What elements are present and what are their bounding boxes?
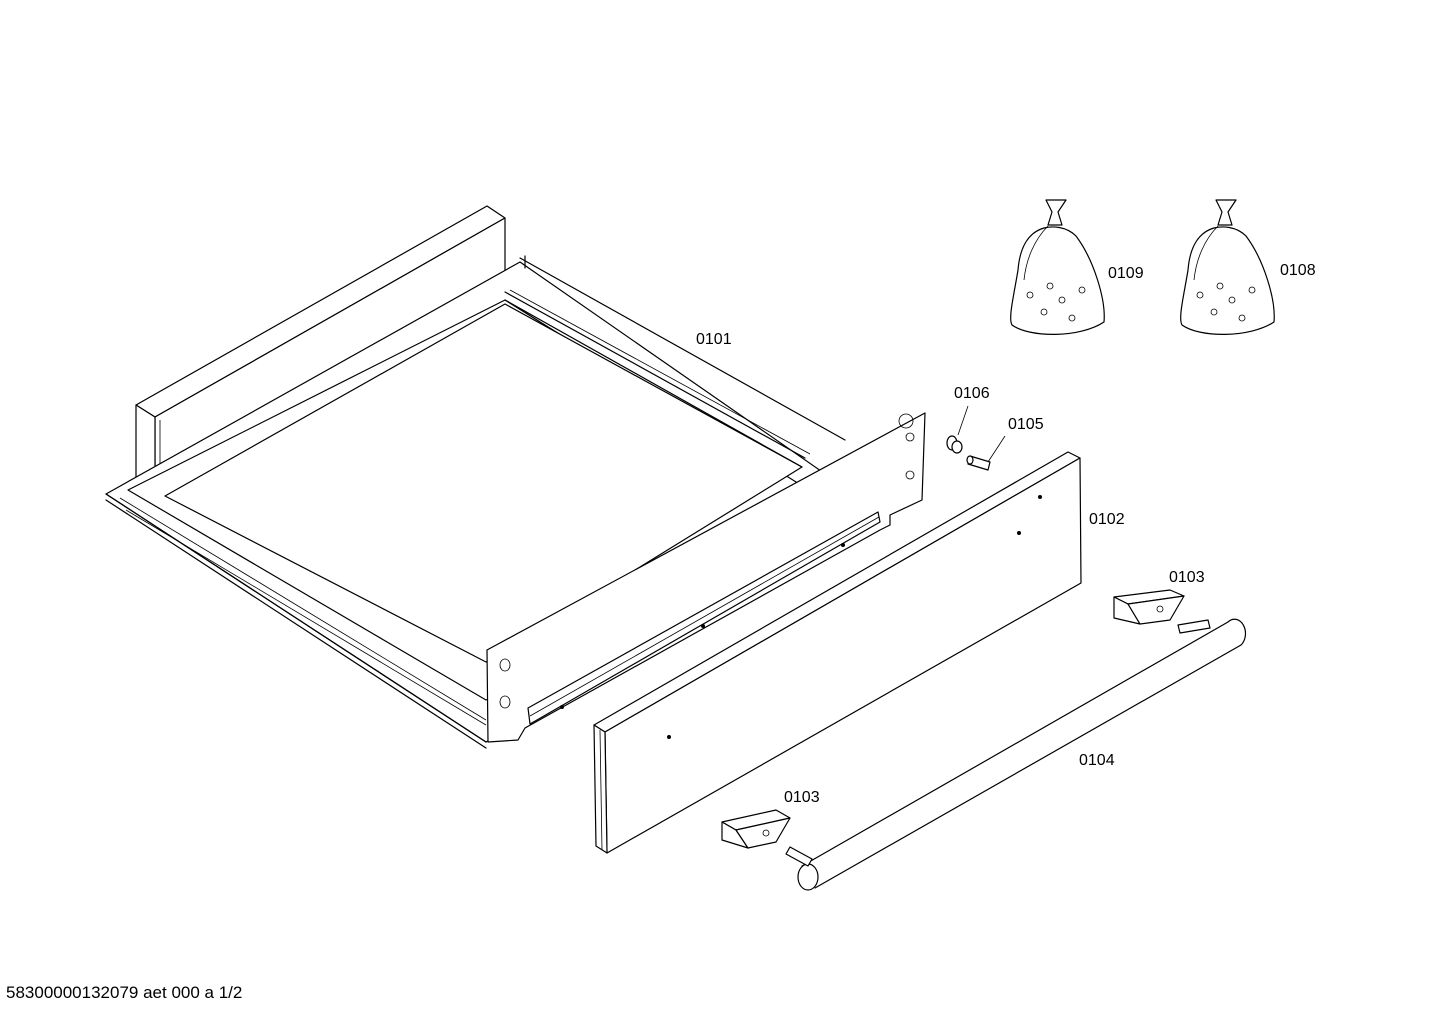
screw-bag-a-part [1180, 199, 1275, 335]
callout-0109: 0109 [1108, 265, 1144, 282]
handle-holder-top-part [1113, 589, 1185, 625]
callout-0105: 0105 [1008, 416, 1044, 433]
bushing-part [946, 405, 969, 454]
callout-0102: 0102 [1089, 511, 1125, 528]
callout-0104: 0104 [1079, 752, 1115, 769]
front-panel-part [593, 451, 1082, 854]
drawer-tray-part [105, 205, 926, 749]
handle-holder-bottom-part [721, 809, 791, 849]
callout-0108: 0108 [1280, 262, 1316, 279]
callout-0106: 0106 [954, 385, 990, 402]
callout-0103-top: 0103 [1169, 569, 1205, 586]
drawing-code: 58300000132079 aet 000 a 1/2 [6, 983, 242, 1002]
screw-bag-b-part [1010, 199, 1105, 335]
callout-0103-bottom: 0103 [784, 789, 820, 806]
pin-part [966, 435, 1006, 471]
callout-0101: 0101 [696, 331, 732, 348]
handle-bar-part [785, 618, 1247, 891]
